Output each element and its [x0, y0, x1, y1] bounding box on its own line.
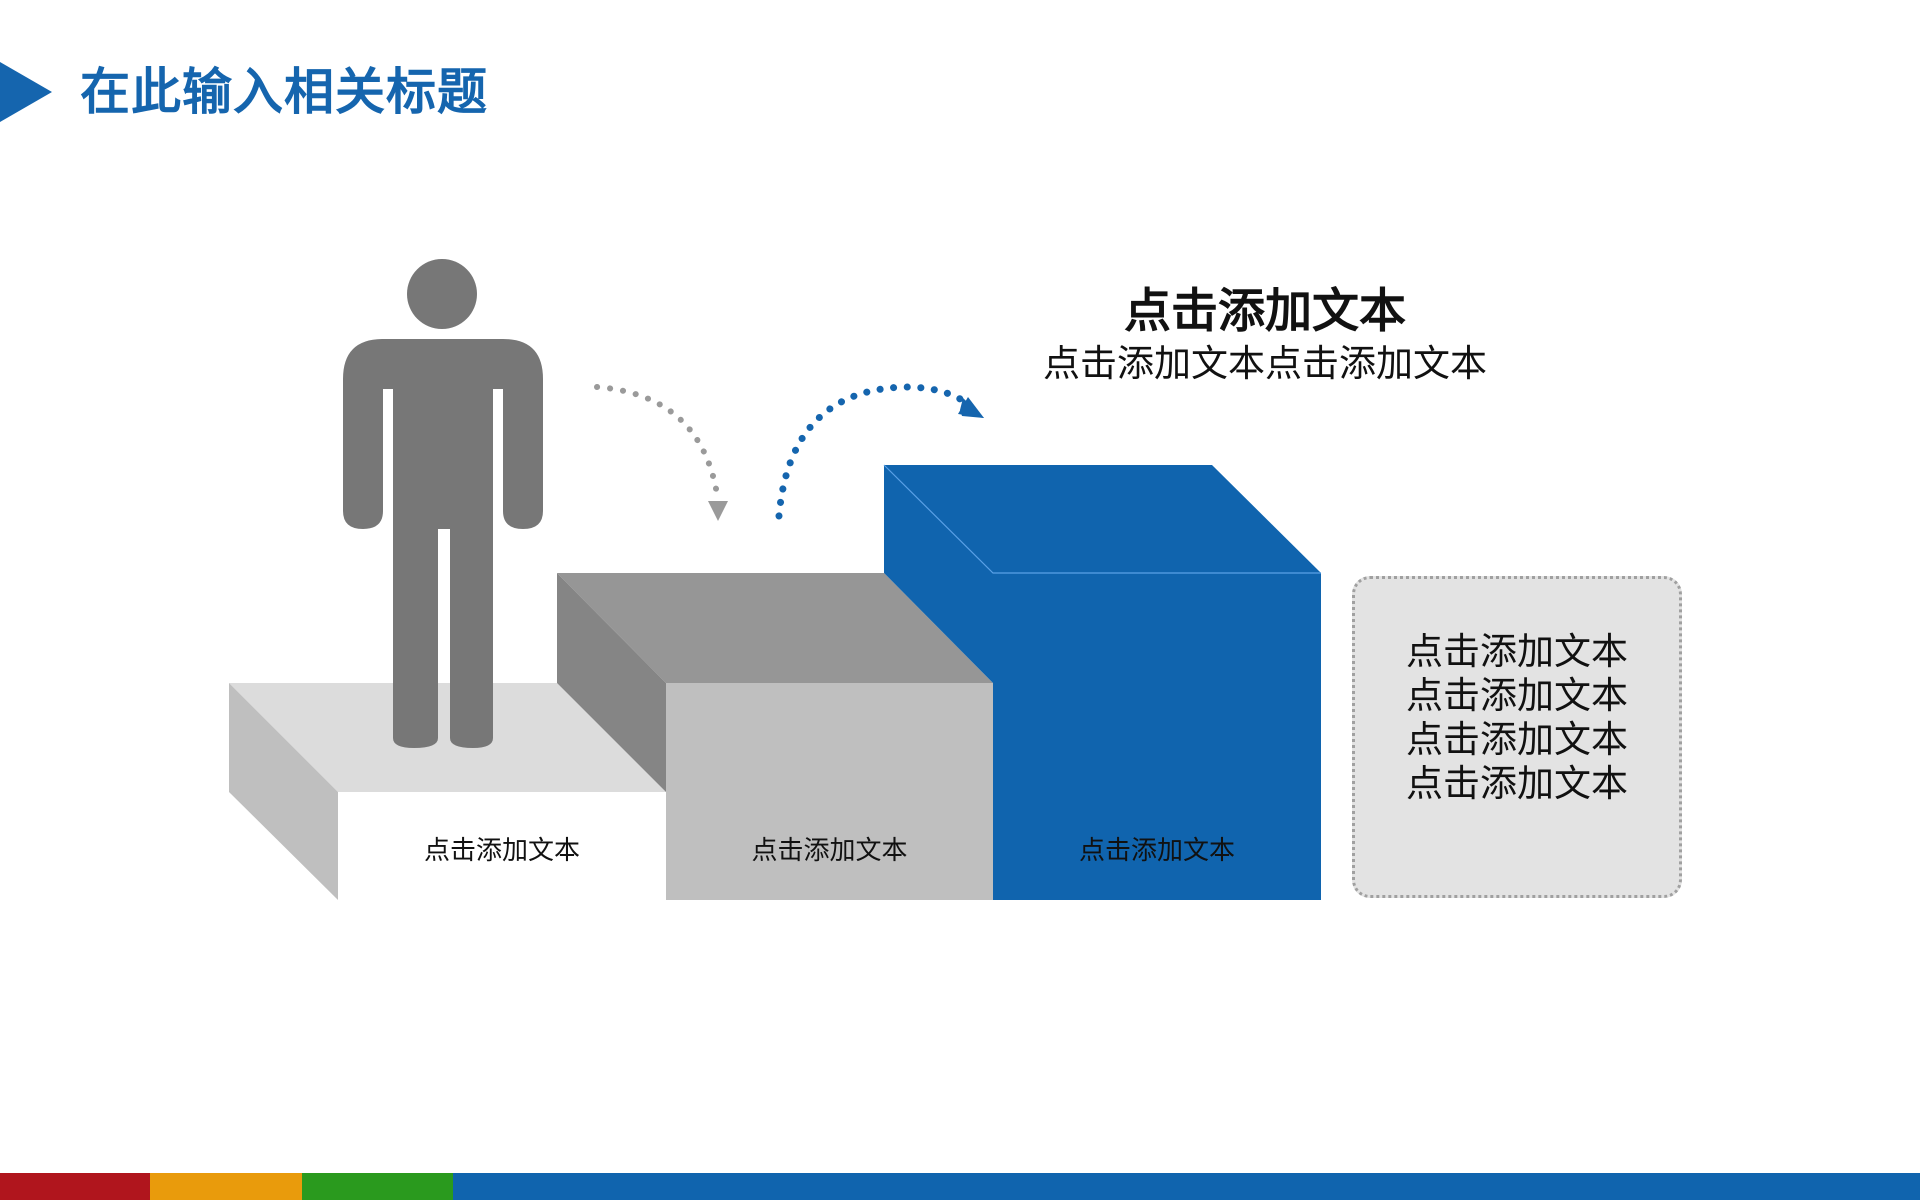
page-title[interactable]: 在此输入相关标题	[80, 63, 488, 121]
step-1-label[interactable]: 点击添加文本	[423, 836, 580, 866]
dotted-arrow-curve-up-icon	[775, 383, 984, 520]
step-3-box[interactable]	[883, 464, 1321, 900]
footer-segment-red	[0, 1173, 150, 1200]
note-line: 点击添加文本	[1406, 762, 1628, 805]
step-2-box[interactable]	[557, 573, 993, 900]
step-2-top	[557, 573, 993, 683]
step-2-side	[557, 573, 666, 792]
step-3-top	[884, 465, 1321, 573]
step-2-front	[666, 683, 993, 900]
footer-segment-green	[302, 1173, 453, 1200]
note-box[interactable]: 点击添加文本 点击添加文本 点击添加文本 点击添加文本	[1352, 576, 1682, 898]
footer-segment-blue	[453, 1173, 1920, 1200]
step-1-side	[229, 683, 338, 900]
step-3-label[interactable]: 点击添加文本	[1078, 836, 1235, 866]
step-2-label[interactable]: 点击添加文本	[751, 836, 908, 866]
dotted-arrow-down-icon	[594, 384, 728, 521]
step-3-edge-highlight	[883, 464, 1321, 574]
note-line: 点击添加文本	[1406, 674, 1628, 717]
note-line: 点击添加文本	[1406, 630, 1628, 673]
title-triangle-icon	[0, 62, 52, 122]
step-1-box[interactable]	[229, 683, 666, 900]
note-line: 点击添加文本	[1406, 718, 1628, 761]
step-3-front	[993, 573, 1321, 900]
footer-color-bar	[0, 1173, 1920, 1200]
person-icon	[343, 259, 543, 748]
step-3-side	[884, 465, 993, 683]
callout-subtext[interactable]: 点击添加文本点击添加文本	[1043, 342, 1487, 385]
step-1-front	[338, 792, 666, 900]
step-1-top	[229, 683, 666, 792]
callout-heading[interactable]: 点击添加文本	[1124, 284, 1406, 339]
footer-segment-orange	[150, 1173, 302, 1200]
